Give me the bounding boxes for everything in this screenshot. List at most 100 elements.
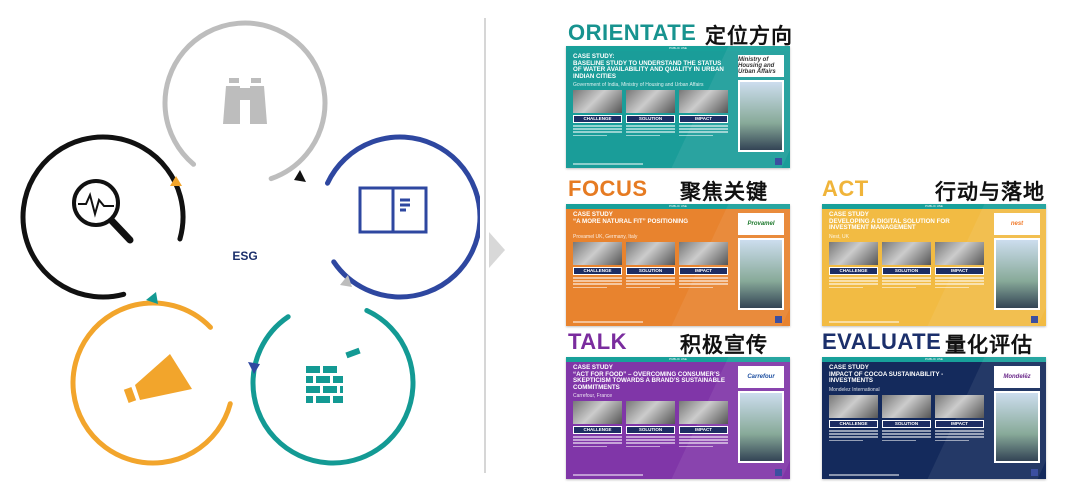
heading-title: ORIENTATE [568, 20, 697, 45]
column-label: IMPACT [679, 115, 728, 123]
column-text [829, 430, 878, 442]
center-label: ESG [232, 249, 257, 263]
public-use-bar: PUBLIC USE [566, 357, 790, 362]
column-label: SOLUTION [626, 115, 675, 123]
slide-evaluate[interactable]: PUBLIC USE CASE STUDY IMPACT OF COCOA SU… [822, 357, 1046, 479]
company-logo: Provamel [738, 213, 784, 235]
photo [679, 401, 728, 424]
case-study-headline: “ACT FOR FOOD” – OVERCOMING CONSUMER’S S… [573, 370, 725, 391]
slide-talk[interactable]: PUBLIC USE CASE STUDY “ACT FOR FOOD” – O… [566, 357, 790, 479]
column-label: CHALLENGE [573, 115, 622, 123]
slide-orientate[interactable]: PUBLIC USE CASE STUDY: BASELINE STUDY TO… [566, 46, 790, 168]
company-logo: Mondelēz [994, 366, 1040, 388]
heading-talk: TALK 积极宣传 [568, 329, 767, 357]
column-text [626, 125, 675, 137]
heading-chinese: 行动与落地 [935, 181, 1045, 204]
case-study-label: CASE STUDY [573, 211, 613, 218]
column-text [935, 277, 984, 289]
column-text [573, 125, 622, 137]
slide-column-challenge: CHALLENGE [573, 242, 622, 290]
case-study-headline: BASELINE STUDY TO UNDERSTAND THE STATUS … [573, 59, 724, 80]
heading-act: ACT 行动与落地 [822, 176, 1044, 204]
column-text [935, 430, 984, 442]
column-text [573, 436, 622, 448]
right-panel: Mondelēz [994, 366, 1040, 463]
heading-title: TALK [568, 329, 628, 354]
photo [573, 242, 622, 265]
brand-badge-icon [775, 158, 782, 165]
stage-circle-focus [20, 134, 186, 300]
stage-circle-talk [70, 300, 236, 466]
footer [829, 321, 899, 323]
brick-wall-icon [306, 347, 361, 403]
slide-column-impact: IMPACT [679, 401, 728, 449]
footer [573, 321, 643, 323]
case-study-label: CASE STUDY [573, 364, 613, 371]
column-text [679, 277, 728, 289]
organization: Nest, UK [829, 234, 850, 240]
organization: Carrefour, France [573, 393, 613, 399]
photo [679, 90, 728, 113]
column-text [679, 125, 728, 137]
photo [573, 401, 622, 424]
public-use-bar: PUBLIC USE [822, 357, 1046, 362]
column-label: IMPACT [935, 267, 984, 275]
photo [829, 242, 878, 265]
column-text [679, 436, 728, 448]
column-label: IMPACT [679, 426, 728, 434]
chevron-right-icon [489, 232, 505, 268]
right-panel: Carrefour [738, 366, 784, 463]
company-logo: Carrefour [738, 366, 784, 388]
heading-title: ACT [822, 176, 869, 201]
case-image [738, 391, 784, 463]
case-study-headline: IMPACT OF COCOA SUSTAINABILITY - INVESTM… [829, 370, 944, 385]
esg-cycle-diagram: ESG [20, 20, 480, 466]
public-use-bar: PUBLIC USE [822, 204, 1046, 209]
divider [484, 18, 486, 473]
public-use-bar: PUBLIC USE [566, 204, 790, 209]
brand-badge-icon [1031, 469, 1038, 476]
column-label: SOLUTION [882, 267, 931, 275]
slide-column-solution: SOLUTION [882, 242, 931, 290]
column-text [882, 430, 931, 442]
slide-column-solution: SOLUTION [626, 401, 675, 449]
slide-focus[interactable]: PUBLIC USE CASE STUDY “A MORE NATURAL FI… [566, 204, 790, 326]
company-logo: Ministry of Housing and Urban Affairs [738, 55, 784, 77]
column-label: SOLUTION [626, 267, 675, 275]
column-label: CHALLENGE [829, 267, 878, 275]
organization: Provamel UK, Germany, Italy [573, 234, 638, 240]
photo [573, 90, 622, 113]
column-label: CHALLENGE [829, 420, 878, 428]
organization: Mondelez International [829, 387, 880, 393]
heading-title: EVALUATE [822, 329, 942, 354]
case-image [738, 238, 784, 310]
case-study-headline: DEVELOPING A DIGITAL SOLUTION FOR INVEST… [829, 217, 950, 232]
company-logo: nest [994, 213, 1040, 235]
column-label: SOLUTION [882, 420, 931, 428]
column-text [829, 277, 878, 289]
arrowheads [146, 170, 352, 374]
slide-column-impact: IMPACT [935, 242, 984, 290]
organization: Government of India, Ministry of Housing… [573, 82, 704, 88]
heading-chinese: 定位方向 [705, 25, 793, 48]
footer [573, 474, 643, 476]
stage-circle-orientate [162, 20, 328, 186]
binoculars-icon [223, 78, 267, 124]
case-study-headline: “A MORE NATURAL FIT” POSITIONING [573, 217, 689, 225]
case-study-label: CASE STUDY [829, 211, 869, 218]
photo [626, 242, 675, 265]
right-panel: nest [994, 213, 1040, 310]
photo [626, 90, 675, 113]
column-text [626, 436, 675, 448]
slide-title: CASE STUDY “ACT FOR FOOD” – OVERCOMING C… [573, 364, 728, 391]
megaphone-icon [123, 354, 192, 403]
heading-focus: FOCUS 聚焦关键 [568, 176, 767, 204]
column-label: CHALLENGE [573, 267, 622, 275]
case-image [738, 80, 784, 152]
photo [679, 242, 728, 265]
slide-column-impact: IMPACT [935, 395, 984, 443]
slide-column-impact: IMPACT [679, 90, 728, 138]
photo [935, 242, 984, 265]
case-image [994, 238, 1040, 310]
slide-act[interactable]: PUBLIC USE CASE STUDY DEVELOPING A DIGIT… [822, 204, 1046, 326]
